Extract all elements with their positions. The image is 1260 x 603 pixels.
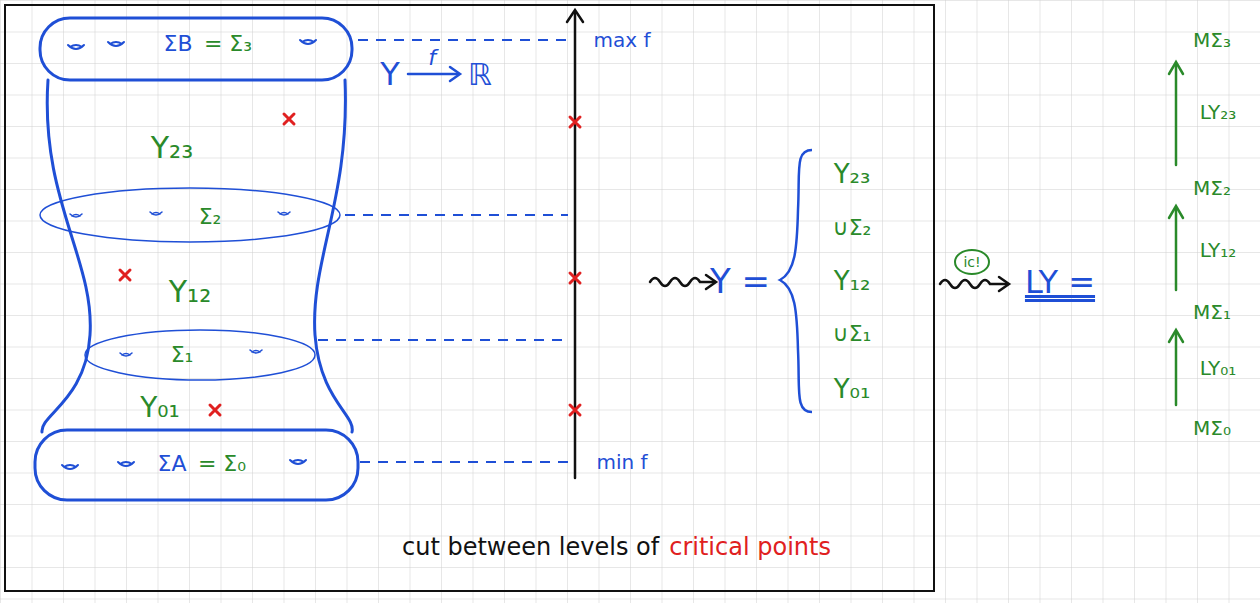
math-label: LY =: [1025, 264, 1095, 301]
frame-box: cut between levels of critical points: [4, 4, 935, 592]
curly-brace: [780, 150, 812, 412]
math-label: = Σ₀: [198, 451, 246, 476]
math-label: = Σ₃: [204, 31, 252, 56]
caption-text: cut between levels of: [402, 534, 659, 562]
math-label: Σ₂: [199, 204, 222, 229]
math-label: MΣ₃: [1193, 29, 1231, 52]
math-label: MΣ₂: [1193, 177, 1231, 200]
math-label: MΣ₁: [1193, 301, 1231, 324]
math-label: Y =: [710, 262, 770, 301]
math-label: LY₀₁: [1200, 357, 1237, 380]
math-label: f: [428, 45, 436, 70]
critical-value: [570, 117, 580, 415]
math-label: MΣ₀: [1193, 417, 1231, 440]
level-line: [318, 40, 568, 462]
math-label: ΣA: [158, 451, 187, 476]
math-label: Y₂₃: [151, 131, 193, 166]
math-label: ic!: [963, 254, 980, 270]
math-label: Y₀₁: [140, 392, 180, 424]
math-label: LY₂₃: [1200, 101, 1237, 124]
math-label: ∪Σ₁: [833, 321, 872, 346]
math-label: ∪Σ₂: [833, 215, 872, 240]
axis: [567, 10, 583, 478]
squiggle-arrow: [650, 275, 716, 289]
math-label: Y₀₁: [834, 375, 871, 405]
math-label: max f: [594, 29, 651, 52]
caption-highlight: critical points: [669, 534, 831, 562]
up-arrow: [1169, 62, 1183, 405]
critical-point: [120, 114, 294, 415]
cobordism-shape: [35, 18, 358, 500]
math-label: Y: [380, 56, 400, 93]
math-label: Σ₁: [171, 342, 194, 367]
math-label: ℝ: [468, 58, 492, 93]
squiggle-arrow: [940, 277, 1009, 291]
math-label: Y₁₂: [169, 275, 211, 310]
math-label: Y₁₂: [834, 267, 871, 297]
math-label: LY₁₂: [1200, 239, 1237, 262]
math-label: min f: [596, 451, 647, 474]
circle-mark: [955, 250, 989, 274]
math-label: ΣB: [164, 31, 193, 56]
math-label: Y₂₃: [834, 160, 871, 190]
